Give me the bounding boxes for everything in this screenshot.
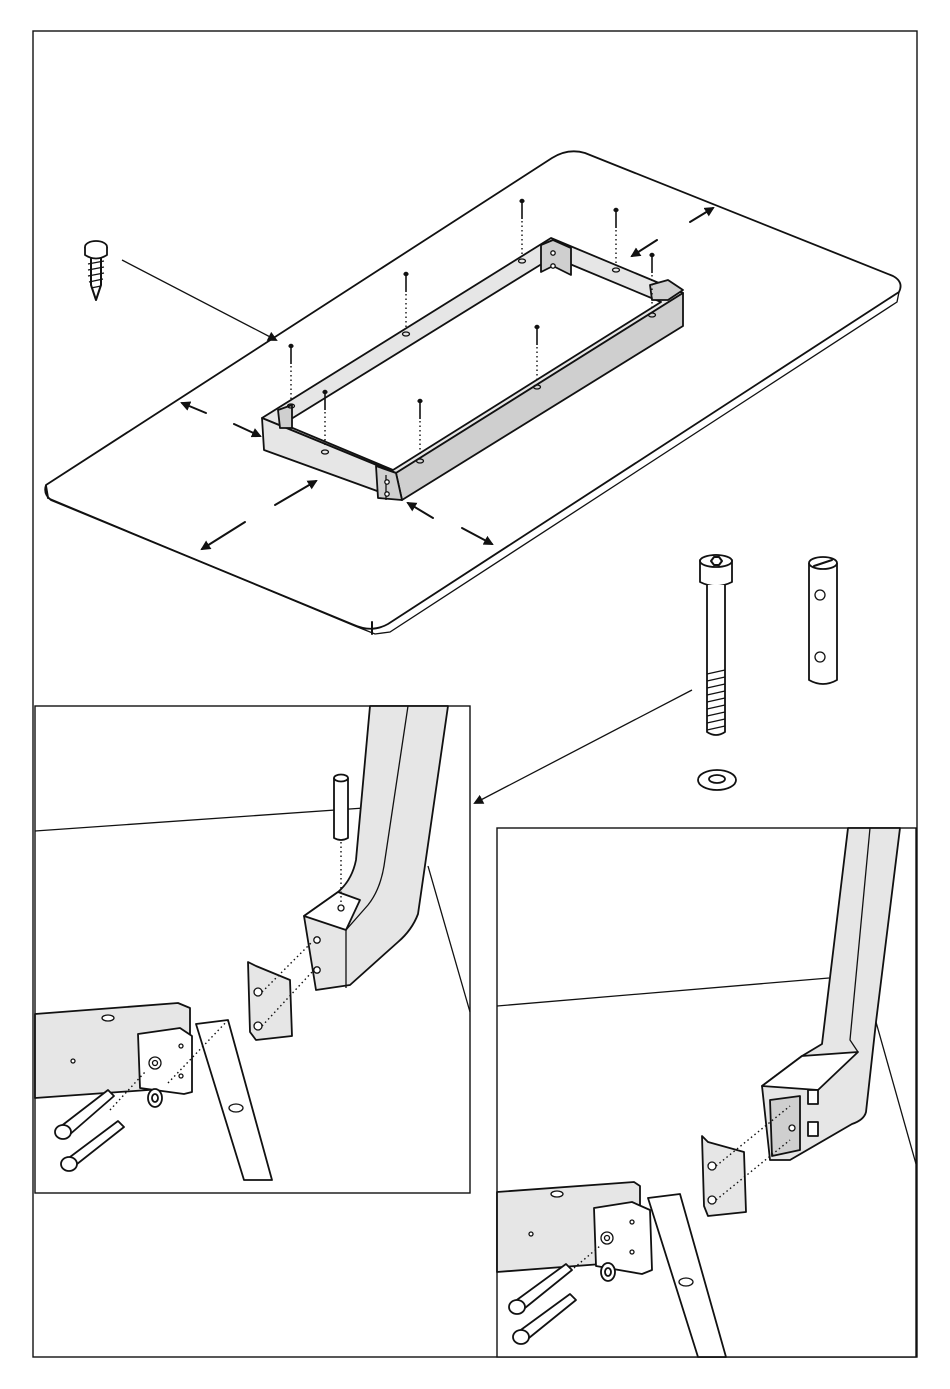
hex-bolt-icon xyxy=(700,555,732,735)
leg-bracket-detail xyxy=(497,828,916,1357)
wood-screw-icon xyxy=(85,241,107,300)
leg-pin-detail xyxy=(35,706,470,1193)
washer-icon xyxy=(698,770,736,790)
slotted-pin-icon xyxy=(809,557,837,684)
tabletop-frame-step xyxy=(45,151,900,634)
